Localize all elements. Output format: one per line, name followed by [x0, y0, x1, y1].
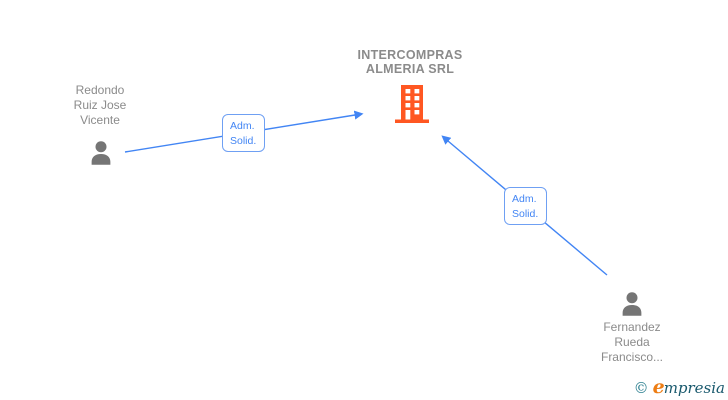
person-icon: [91, 141, 111, 165]
empresia-logo-initial: e: [652, 376, 665, 398]
person-name-line: Fernandez: [603, 320, 661, 334]
person-name-line: Francisco...: [600, 350, 663, 364]
person-node-redondo-icon[interactable]: [86, 138, 116, 169]
person-name-line: Redondo: [75, 83, 125, 97]
company-node-icon[interactable]: [394, 84, 430, 124]
copyright-icon: ©: [633, 379, 649, 397]
person-node-fernandez-name[interactable]: Fernandez Rueda Francisco...: [572, 320, 692, 365]
person-name-line: Ruiz Jose: [73, 98, 127, 112]
edge-label-line: Adm.: [230, 120, 255, 132]
empresia-watermark: ©empresia: [634, 376, 725, 398]
edge-label-adm-solid-left: Adm. Solid.: [222, 114, 265, 152]
edge-label-line: Solid.: [512, 208, 539, 220]
company-name-line2: ALMERIA SRL: [365, 62, 455, 76]
building-icon: [395, 85, 429, 123]
person-node-redondo-name[interactable]: Redondo Ruiz Jose Vicente: [40, 83, 160, 128]
edge-label-line: Solid.: [230, 135, 257, 147]
company-name-line1: INTERCOMPRAS: [357, 48, 463, 62]
empresia-logo-text: mpresia: [663, 379, 725, 397]
company-node-title[interactable]: INTERCOMPRAS ALMERIA SRL: [329, 48, 491, 76]
person-icon: [622, 292, 642, 316]
person-name-line: Vicente: [80, 113, 120, 127]
person-name-line: Rueda: [614, 335, 650, 349]
edge-label-line: Adm.: [512, 193, 537, 205]
edge-label-adm-solid-right: Adm. Solid.: [504, 187, 547, 225]
person-node-fernandez-icon[interactable]: [617, 289, 647, 320]
